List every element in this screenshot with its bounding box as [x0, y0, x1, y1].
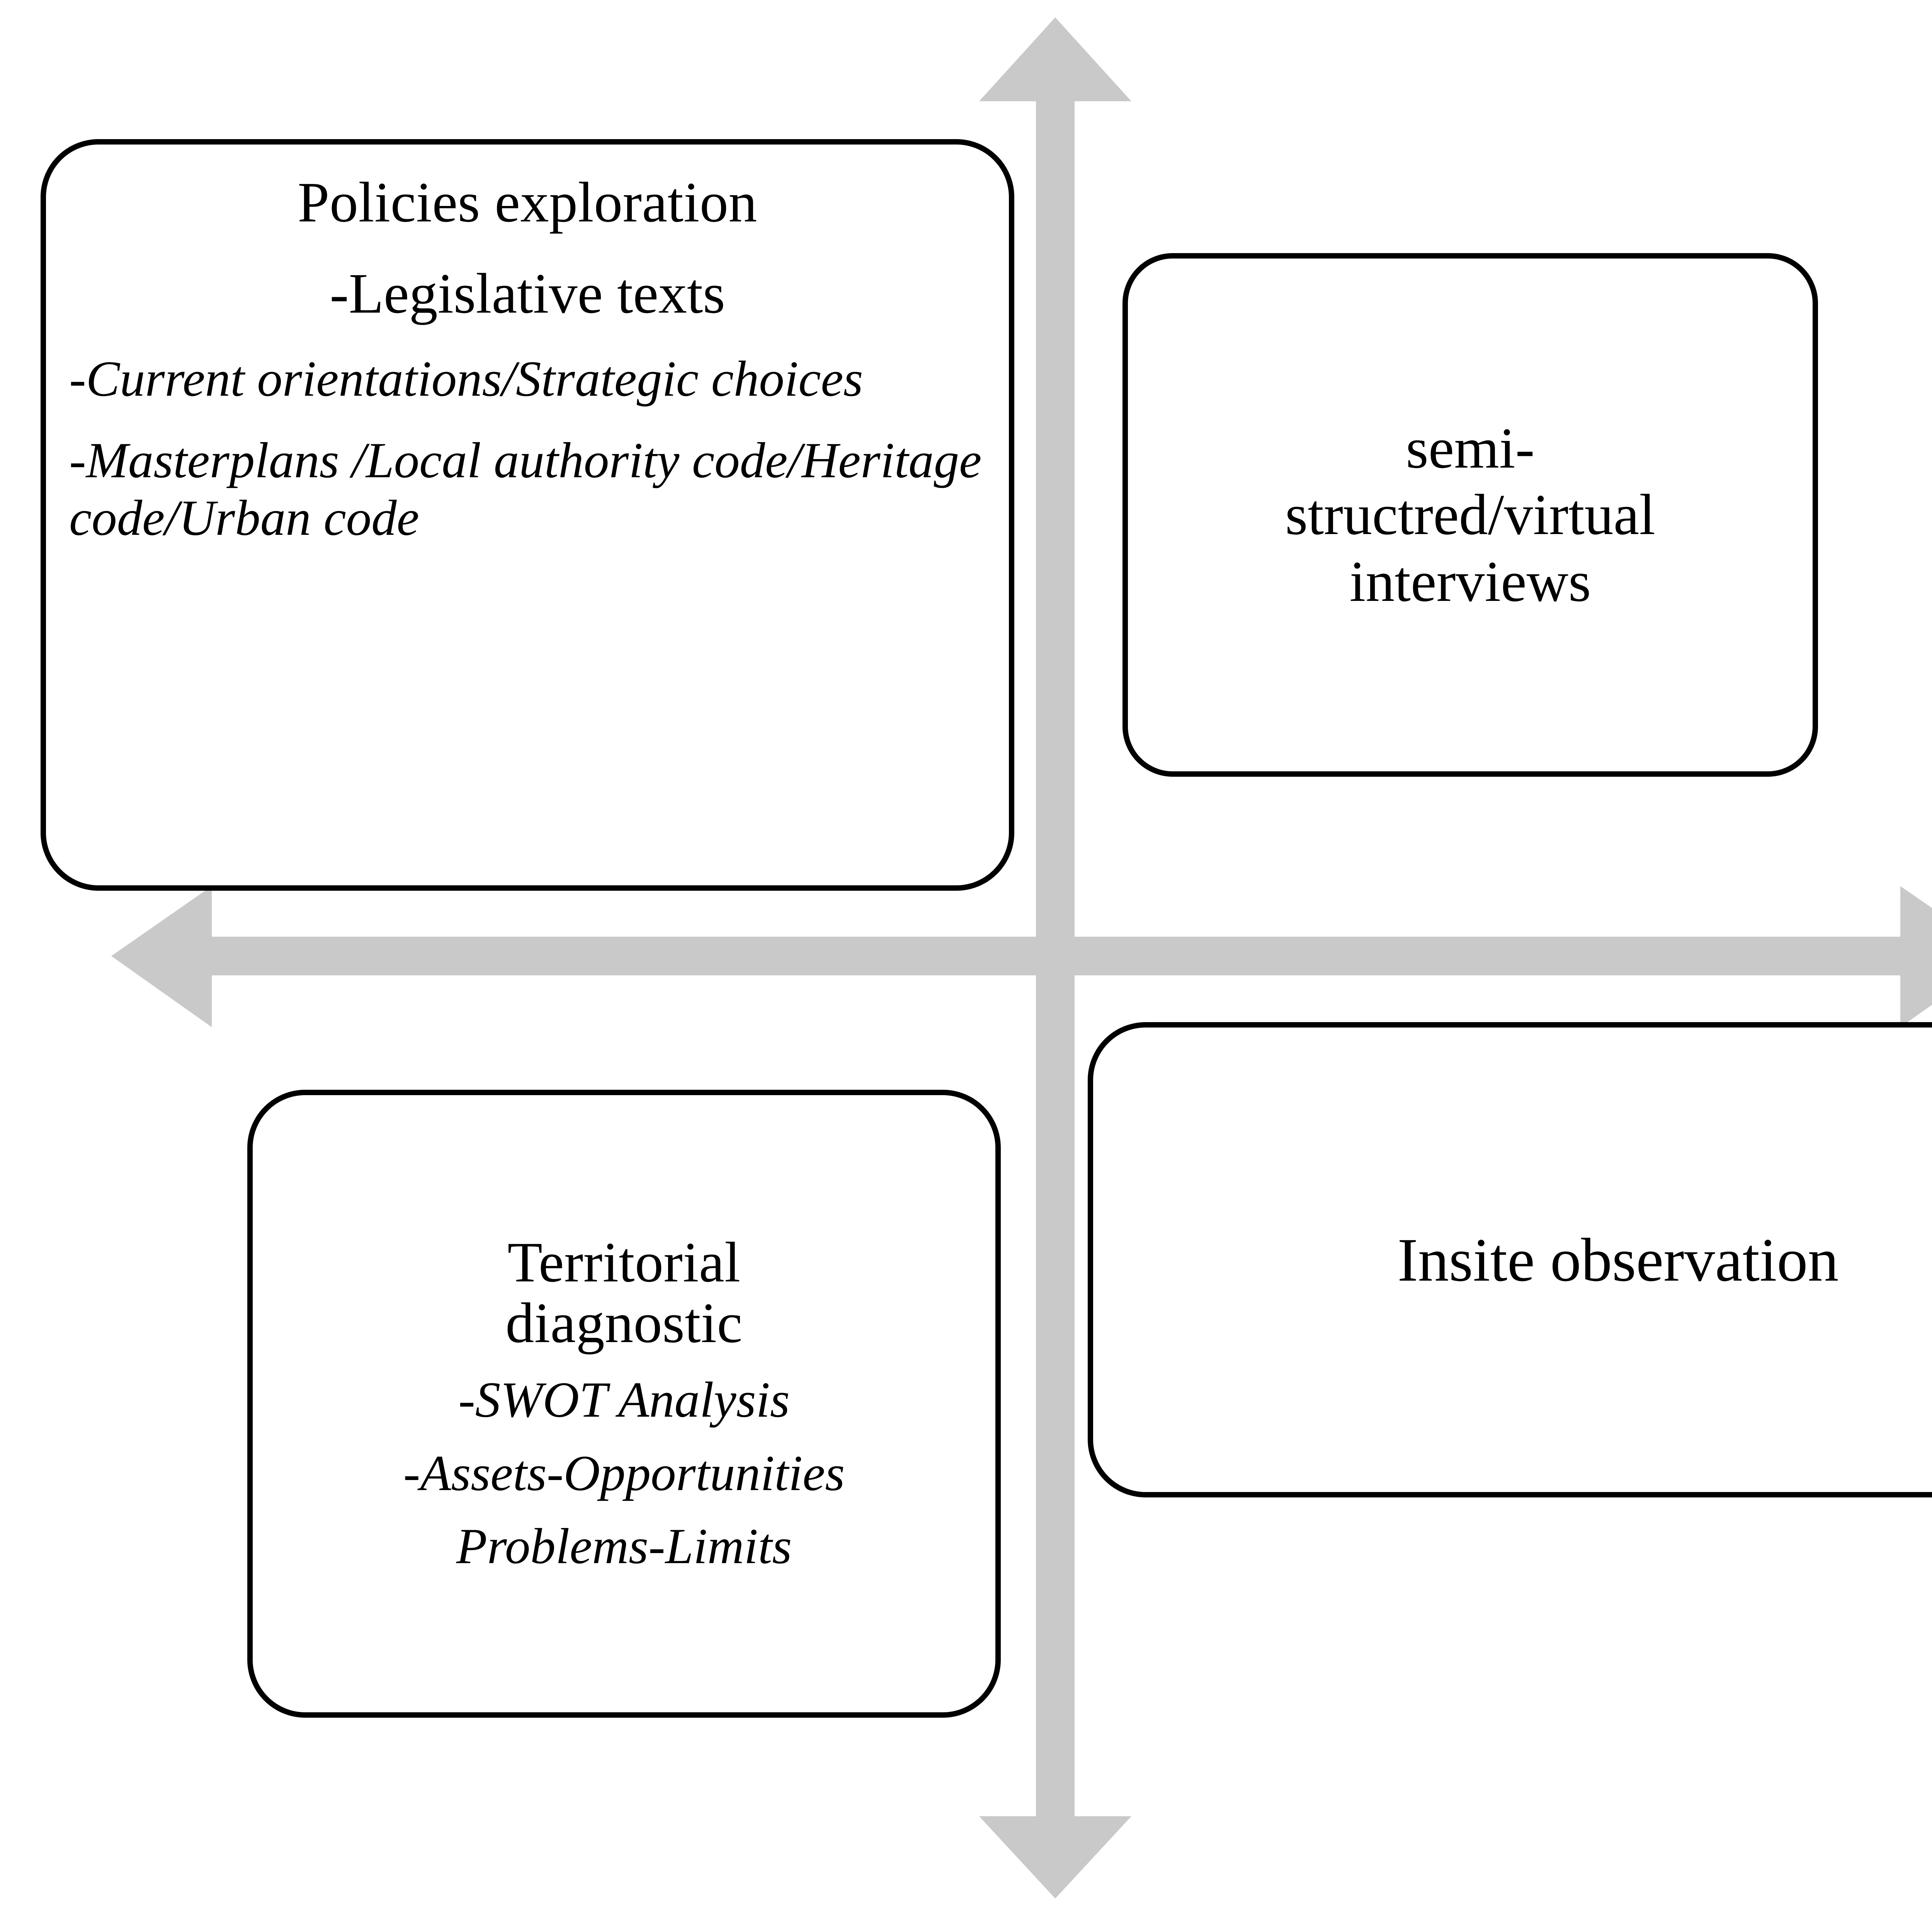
territorial-diagnostic-item-2: -Assets-Opportunities: [403, 1445, 845, 1501]
quadrant-top-left-policies-exploration[interactable]: Policies exploration -Legislative texts …: [41, 139, 1014, 891]
policies-exploration-item-1: -Current orientations/Strategic choices: [69, 350, 863, 407]
insite-observation-label: Insite observation: [1397, 1225, 1839, 1294]
interviews-line-3: interviews: [1349, 549, 1591, 614]
quadrant-bottom-right-insite-observation[interactable]: Insite observation: [1088, 1022, 1932, 1497]
quadrant-top-right-interviews[interactable]: semi- structred/virtual interviews: [1122, 253, 1818, 777]
territorial-diagnostic-item-3: Problems-Limits: [456, 1518, 792, 1575]
horizontal-double-arrow-icon: [111, 886, 1932, 1027]
territorial-diagnostic-item-1: -SWOT Analysis: [458, 1372, 790, 1428]
interviews-line-1: semi-: [1406, 416, 1535, 480]
interviews-line-2: structred/virtual: [1285, 483, 1655, 547]
policies-exploration-item-2: -Masterplans /Local authority code/Herit…: [69, 432, 982, 546]
quadrant-bottom-left-territorial-diagnostic[interactable]: Territorial diagnostic -SWOT Analysis -A…: [247, 1090, 1001, 1718]
policies-exploration-title: Policies exploration: [298, 171, 757, 234]
policies-exploration-subtitle: -Legislative texts: [330, 262, 725, 325]
territorial-diagnostic-title-line-1: Territorial: [507, 1230, 741, 1294]
territorial-diagnostic-title-line-2: diagnostic: [505, 1291, 743, 1355]
